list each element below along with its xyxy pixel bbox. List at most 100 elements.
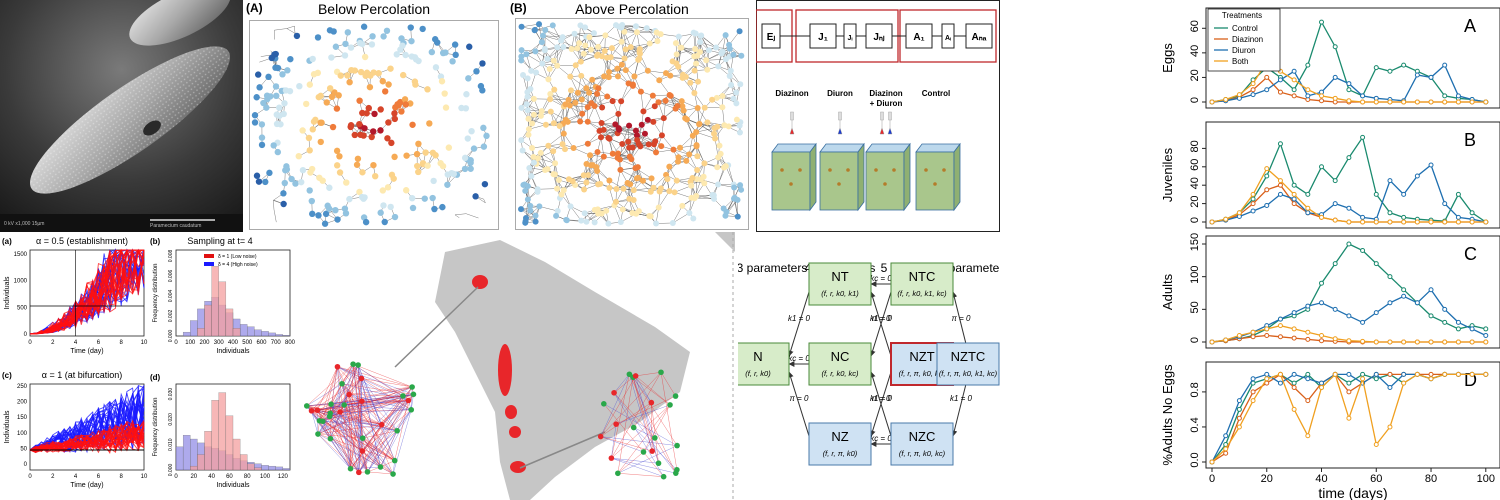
network-edge — [616, 169, 621, 189]
network-node — [644, 116, 651, 123]
network-edge — [329, 416, 363, 452]
network-edge — [696, 131, 716, 139]
model-node-box — [936, 342, 1000, 386]
network-node — [675, 63, 682, 70]
network-node — [675, 33, 682, 40]
network-edge — [600, 372, 662, 437]
network-node — [523, 215, 530, 222]
network-node — [550, 171, 557, 178]
network-node — [635, 56, 642, 63]
network-node — [691, 53, 698, 60]
network-edge — [311, 363, 354, 411]
network-node — [388, 171, 396, 179]
hist-bar — [275, 334, 284, 337]
network-node — [574, 89, 581, 96]
pipette-icon — [887, 118, 893, 135]
data-point — [1319, 338, 1325, 344]
network-node — [674, 466, 680, 473]
network-node — [608, 455, 615, 461]
network-node — [481, 180, 489, 188]
network-edge — [658, 102, 676, 109]
network-node — [384, 184, 392, 191]
network-node — [687, 79, 694, 86]
model-node-params: (f, r, k0, k1, kc) — [897, 289, 947, 298]
network-edge — [361, 378, 413, 388]
network-node — [593, 164, 600, 171]
network-node — [402, 51, 409, 59]
network-node — [445, 144, 453, 151]
network-node — [351, 131, 358, 139]
data-point — [1291, 93, 1297, 99]
network-node — [581, 186, 588, 193]
data-point — [1277, 191, 1283, 197]
panel-a-tag: (A) — [246, 1, 263, 15]
network-edge — [569, 105, 581, 122]
network-node — [472, 193, 479, 200]
x-tick-label: 0 — [28, 474, 32, 480]
network-node — [700, 173, 707, 180]
network-edge — [362, 450, 368, 472]
network-node — [572, 62, 579, 69]
data-point — [1469, 371, 1475, 377]
network-node — [611, 389, 617, 396]
network-node — [571, 30, 578, 37]
network-edge — [542, 35, 558, 48]
data-point — [1373, 65, 1379, 71]
data-point — [1428, 313, 1434, 319]
network-node — [701, 180, 708, 187]
network-node — [428, 48, 436, 56]
data-point — [1360, 93, 1366, 99]
data-point — [1414, 173, 1420, 179]
hist-bar — [247, 326, 255, 337]
network-node — [686, 209, 693, 216]
y-tick-label: 0.8 — [1189, 382, 1201, 397]
data-point — [1250, 81, 1256, 87]
data-point — [1305, 336, 1311, 342]
network-node — [317, 138, 324, 146]
network-node — [316, 174, 323, 181]
network-edge — [352, 363, 409, 401]
network-node — [693, 142, 700, 149]
network-edge — [557, 64, 576, 67]
network-node — [643, 25, 650, 32]
network-node — [606, 135, 613, 142]
network-node — [720, 205, 727, 212]
data-point — [1360, 99, 1366, 105]
network-node — [580, 172, 587, 179]
network-node — [615, 110, 622, 117]
x-tick-label: 80 — [244, 474, 251, 480]
network-node — [586, 34, 593, 41]
network-node — [648, 175, 655, 182]
network-edge — [553, 106, 565, 124]
network-node — [434, 39, 441, 46]
data-point — [1483, 99, 1489, 105]
hist-bar — [197, 328, 205, 337]
network-edge — [350, 364, 354, 469]
network-node — [576, 40, 583, 47]
data-point — [1483, 371, 1489, 377]
data-point — [1291, 68, 1297, 74]
x-tick-label: 2 — [51, 474, 55, 480]
data-point — [1291, 326, 1297, 332]
network-edge — [286, 28, 296, 34]
data-point — [1428, 339, 1434, 345]
network-node — [662, 97, 669, 104]
y-axis-label: %Adults No Eggs — [1160, 364, 1175, 466]
hist-bar — [197, 454, 205, 471]
data-point — [1469, 210, 1475, 216]
network-node — [567, 203, 574, 210]
network-node — [627, 44, 634, 51]
data-point — [1442, 99, 1448, 105]
network-node — [470, 145, 478, 152]
network-edge — [632, 377, 659, 464]
network-edge — [344, 404, 395, 461]
network-node — [524, 107, 531, 114]
data-point — [1387, 424, 1393, 430]
network-node — [536, 21, 543, 28]
network-edge — [633, 427, 678, 470]
data-point — [1319, 98, 1325, 104]
network-node — [347, 44, 355, 51]
x-axis-label: Individuals — [216, 348, 250, 355]
network-node — [391, 110, 398, 117]
network-node — [640, 449, 647, 455]
